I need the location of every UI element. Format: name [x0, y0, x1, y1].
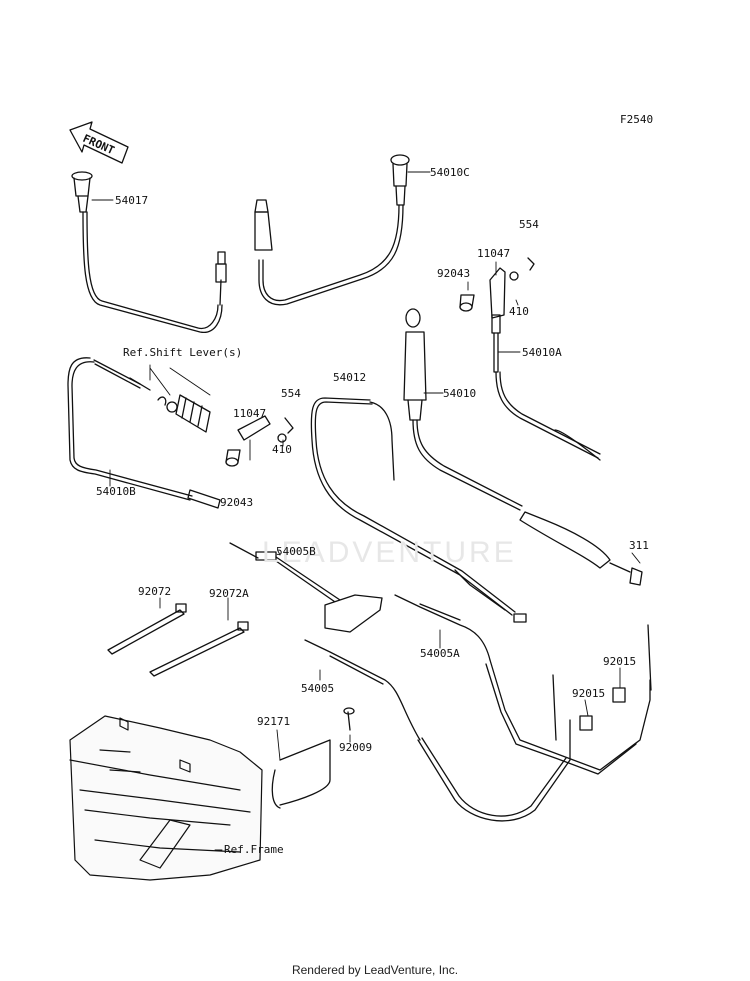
part-label-54005a[interactable]: 54005A	[420, 647, 460, 660]
front-arrow-icon	[69, 121, 129, 164]
part-label-410-mid[interactable]: 410	[272, 443, 292, 456]
part-label-54010c[interactable]: 54010C	[430, 166, 470, 179]
part-label-554-mid[interactable]: 554	[281, 387, 301, 400]
part-label-92009[interactable]: 92009	[339, 741, 373, 754]
part-label-54012[interactable]: 54012	[333, 371, 367, 384]
clip-assembly-top	[459, 257, 535, 319]
cable-54010a	[491, 314, 601, 461]
cable-54010b	[67, 357, 221, 509]
leader-lines	[91, 171, 641, 851]
cable-54010c	[254, 154, 410, 306]
ref-frame[interactable]: Ref.Frame	[224, 843, 284, 856]
part-label-92072a[interactable]: 92072A	[209, 587, 249, 600]
part-label-554-top[interactable]: 554	[519, 218, 539, 231]
spring-assembly	[157, 394, 294, 467]
watermark: LEADVENTURE	[262, 536, 517, 569]
part-label-54010[interactable]: 54010	[443, 387, 477, 400]
cable-54010	[403, 308, 643, 586]
figure-code: F2540	[620, 113, 654, 126]
part-label-54010b[interactable]: 54010B	[96, 485, 136, 498]
cable-54005-group	[229, 542, 652, 822]
part-label-92043-mid[interactable]: 92043	[220, 496, 254, 509]
part-label-92072[interactable]: 92072	[138, 585, 172, 598]
part-label-92171[interactable]: 92171	[257, 715, 291, 728]
part-label-54005b[interactable]: 54005B	[276, 545, 316, 558]
part-label-92015-right[interactable]: 92015	[603, 655, 637, 668]
part-label-92015-left[interactable]: 92015	[572, 687, 606, 700]
clamp-92171	[271, 707, 355, 809]
part-label-11047-mid[interactable]: 11047	[233, 407, 267, 420]
ref-shift-lever[interactable]: Ref.Shift Lever(s)	[123, 346, 243, 359]
part-label-54010a[interactable]: 54010A	[522, 346, 562, 359]
part-label-92043-top[interactable]: 92043	[437, 267, 471, 280]
cable-54012	[310, 397, 527, 623]
part-label-311[interactable]: 311	[629, 539, 649, 552]
part-label-410-top[interactable]: 410	[509, 305, 529, 318]
frame-section	[69, 715, 263, 881]
part-label-54017[interactable]: 54017	[115, 194, 149, 207]
cable-54017	[71, 171, 227, 333]
cable-ties	[107, 603, 249, 677]
footer-credit: Rendered by LeadVenture, Inc.	[291, 963, 459, 977]
part-label-54005[interactable]: 54005	[301, 682, 335, 695]
part-label-11047-top[interactable]: 11047	[477, 247, 511, 260]
